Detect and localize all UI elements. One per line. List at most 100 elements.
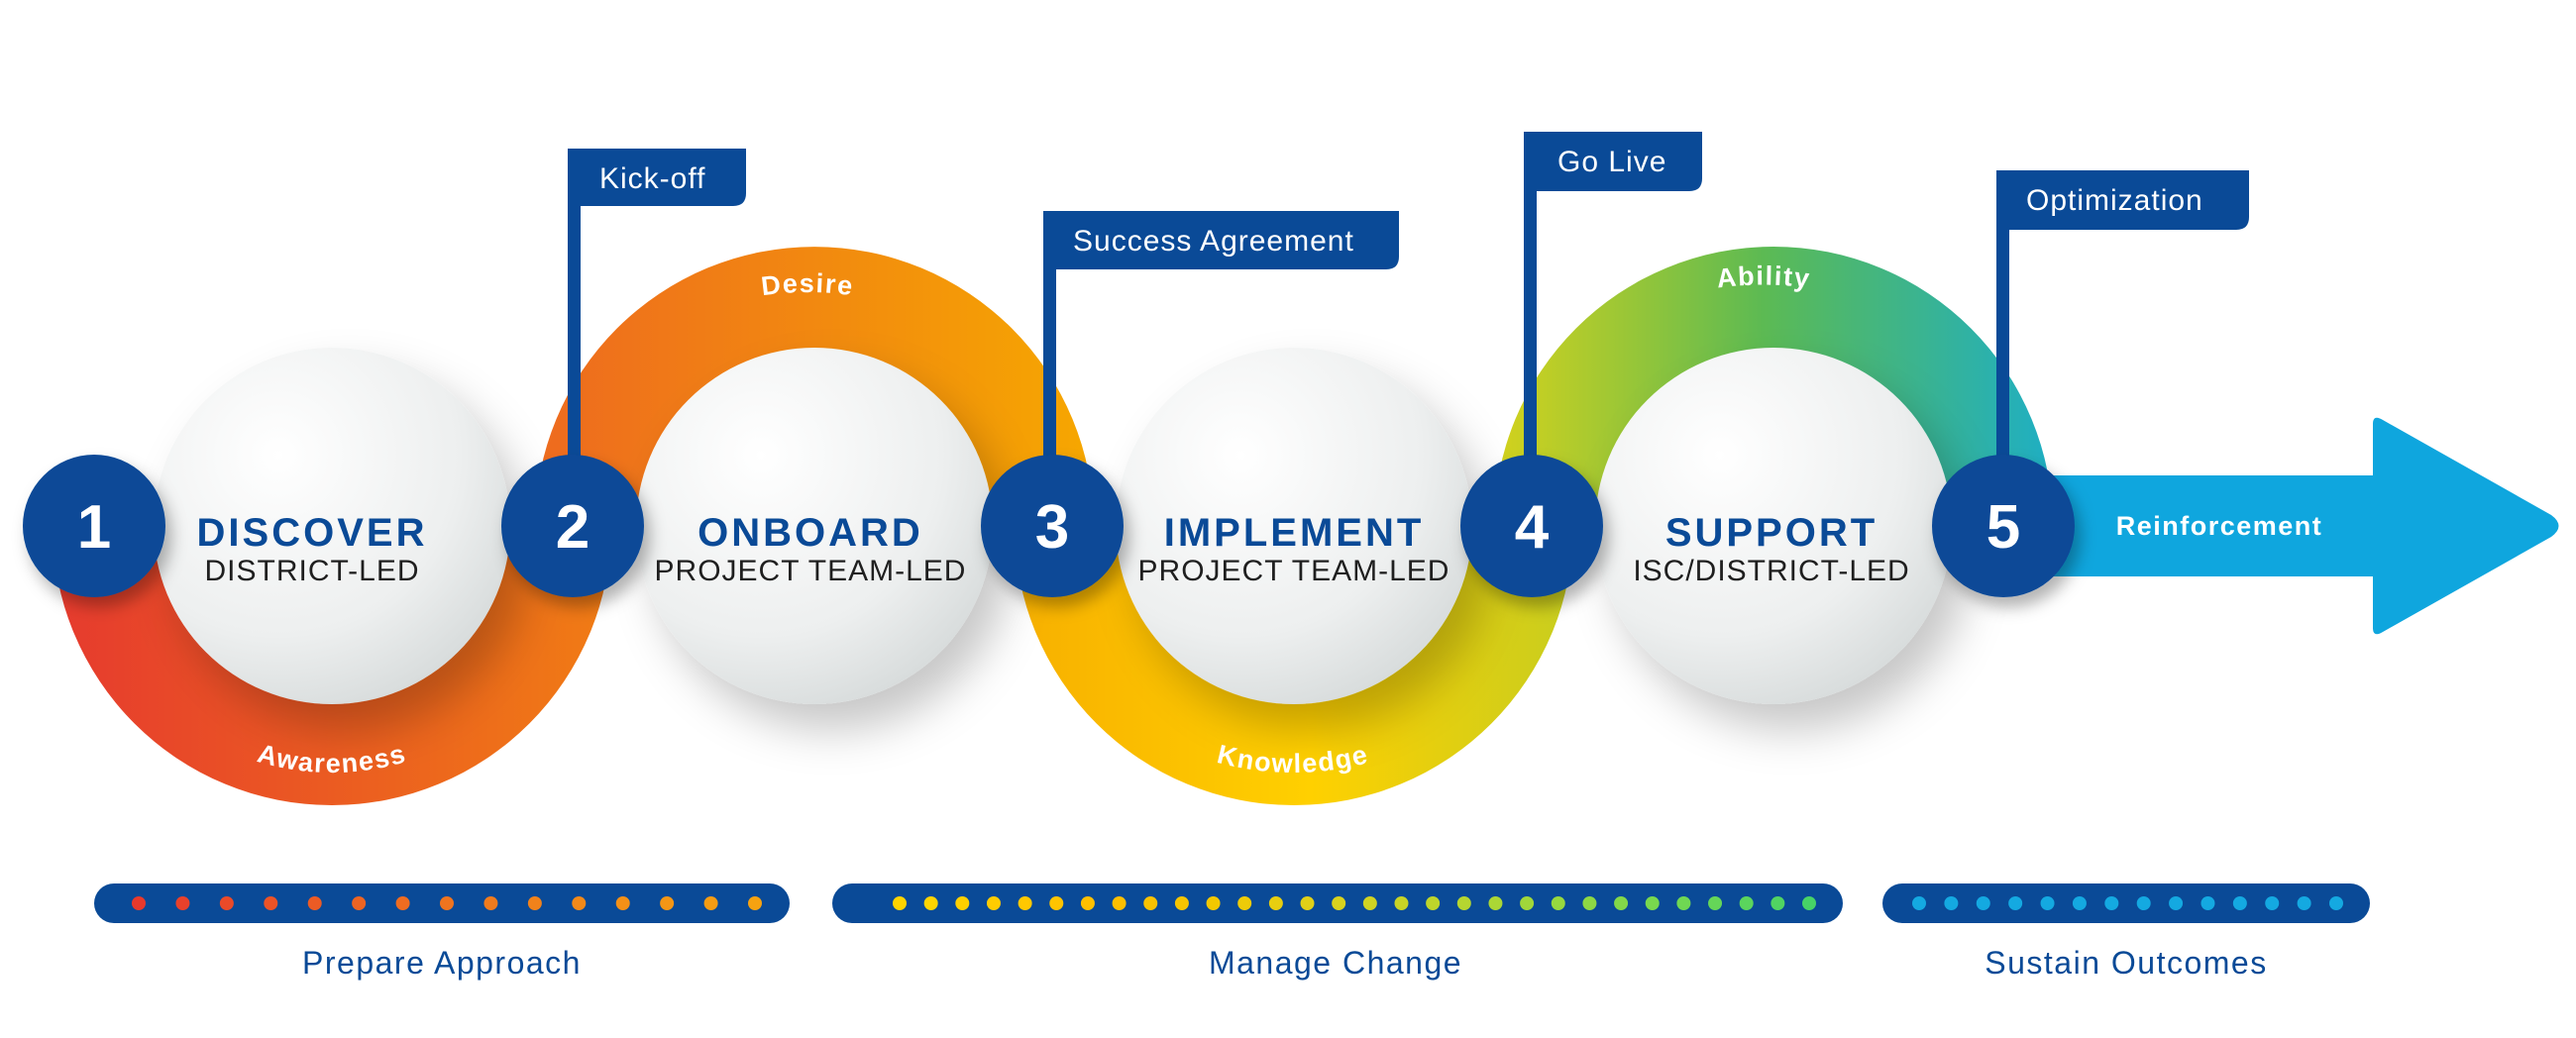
- phase-dot: [1362, 896, 1377, 910]
- flag-pole: [568, 158, 581, 475]
- phase-dot: [395, 896, 410, 910]
- phase-dot: [1802, 896, 1816, 910]
- phase-dot: [132, 896, 146, 910]
- phase-dot: [2136, 896, 2151, 910]
- phase-dot: [986, 896, 1001, 910]
- step-number: 4: [1515, 493, 1550, 562]
- phase-dot: [2040, 896, 2055, 910]
- phase-dot: [1426, 896, 1441, 910]
- phase-dot: [1300, 896, 1315, 910]
- phase-dot: [1394, 896, 1409, 910]
- step-badges: 1 2 3 4 5: [23, 455, 2075, 597]
- phase-sustain-outcomes: Sustain Outcomes: [1882, 883, 2370, 981]
- phase-dot: [175, 896, 190, 910]
- flag-success-agreement: Success Agreement: [1043, 211, 1399, 475]
- flag-pole: [1996, 178, 2009, 475]
- phase-dot: [1708, 896, 1723, 910]
- phase-manage-change: Manage Change: [832, 883, 1843, 981]
- phase-dot: [264, 896, 278, 910]
- phase-bars: Prepare Approach Manage Change Sustain O…: [94, 883, 2370, 981]
- phase-dot: [1520, 896, 1535, 910]
- step-title-discover: DISCOVER: [197, 511, 428, 555]
- flag-label: Optimization: [2026, 184, 2203, 217]
- phase-dot: [219, 896, 234, 910]
- phase-label: Sustain Outcomes: [1985, 945, 2267, 981]
- step-title-implement: IMPLEMENT: [1164, 511, 1425, 555]
- step-subtitle-onboard: PROJECT TEAM-LED: [655, 555, 967, 587]
- flag-banner: [1524, 132, 1702, 191]
- phase-dot: [1551, 896, 1565, 910]
- step-badge-4: 4: [1460, 455, 1603, 597]
- phase-dot: [1332, 896, 1346, 910]
- phase-dot: [307, 896, 322, 910]
- flag-pole: [1043, 223, 1056, 475]
- phase-dot: [2200, 896, 2215, 910]
- phase-dot: [1739, 896, 1754, 910]
- phase-dot: [1018, 896, 1032, 910]
- phase-dot: [483, 896, 498, 910]
- phase-dot: [1771, 896, 1785, 910]
- phase-prepare-approach: Prepare Approach: [94, 883, 790, 981]
- phase-dot: [2072, 896, 2087, 910]
- phase-dot: [1049, 896, 1064, 910]
- phase-dot: [352, 896, 367, 910]
- step-badge-3: 3: [981, 455, 1124, 597]
- phase-dot: [955, 896, 970, 910]
- phase-label: Manage Change: [1209, 945, 1462, 981]
- phase-dot: [2008, 896, 2023, 910]
- band-label-ability: Ability: [1715, 260, 1812, 293]
- step-badge-5: 5: [1932, 455, 2075, 597]
- flag-go-live: Go Live: [1524, 132, 1702, 475]
- band-segment-ability: [1494, 247, 2053, 526]
- phase-label: Prepare Approach: [302, 945, 582, 981]
- flag-kickoff: Kick-off: [568, 149, 746, 475]
- step-badge-2: 2: [501, 455, 644, 597]
- phase-dot: [1645, 896, 1660, 910]
- phase-dot: [1614, 896, 1629, 910]
- band-label-desire: Desire: [760, 268, 856, 301]
- band-segment-desire: [535, 247, 1094, 526]
- phase-dot: [527, 896, 542, 910]
- reinforcement-arrow: [2011, 417, 2559, 635]
- step-titles: DISCOVER DISTRICT-LED ONBOARD PROJECT TE…: [197, 511, 1909, 587]
- stage-circle-2: [636, 348, 993, 704]
- phase-dot: [1488, 896, 1503, 910]
- flag-banner: [1043, 211, 1399, 269]
- stage-circle-4: [1595, 348, 1952, 704]
- stage-circles: [154, 348, 1952, 704]
- phase-dot: [2329, 896, 2343, 910]
- flag-pole: [1524, 139, 1537, 475]
- phase-dot: [1143, 896, 1158, 910]
- phase-dot: [1976, 896, 1990, 910]
- phase-dot: [572, 896, 587, 910]
- phase-dot: [703, 896, 718, 910]
- band-segment-awareness: [53, 526, 611, 805]
- step-subtitle-discover: DISTRICT-LED: [204, 555, 419, 587]
- phase-dot: [1582, 896, 1597, 910]
- flag-banner: [568, 149, 746, 206]
- step-title-onboard: ONBOARD: [698, 511, 923, 555]
- phase-dot: [1912, 896, 1926, 910]
- phase-dot: [893, 896, 907, 910]
- phase-dot: [2169, 896, 2184, 910]
- phase-dot: [1174, 896, 1189, 910]
- phase-dot: [1206, 896, 1221, 910]
- step-number: 2: [556, 493, 590, 562]
- step-badge-1: 1: [23, 455, 165, 597]
- flag-label: Go Live: [1557, 146, 1666, 178]
- phase-dot: [1268, 896, 1283, 910]
- phase-dot: [1456, 896, 1471, 910]
- phase-bar: [1882, 883, 2370, 923]
- band-segment-knowledge: [1015, 526, 1573, 805]
- phase-dot: [2265, 896, 2280, 910]
- phase-dot: [1676, 896, 1691, 910]
- milestone-flags: Kick-off Success Agreement Go Live Optim…: [568, 132, 2249, 475]
- phase-dot: [1080, 896, 1095, 910]
- phase-dot: [1944, 896, 1959, 910]
- flag-label: Kick-off: [599, 162, 705, 195]
- phase-dot: [440, 896, 454, 910]
- flag-optimization: Optimization: [1996, 170, 2249, 475]
- phase-dot: [660, 896, 675, 910]
- phase-dot: [748, 896, 762, 910]
